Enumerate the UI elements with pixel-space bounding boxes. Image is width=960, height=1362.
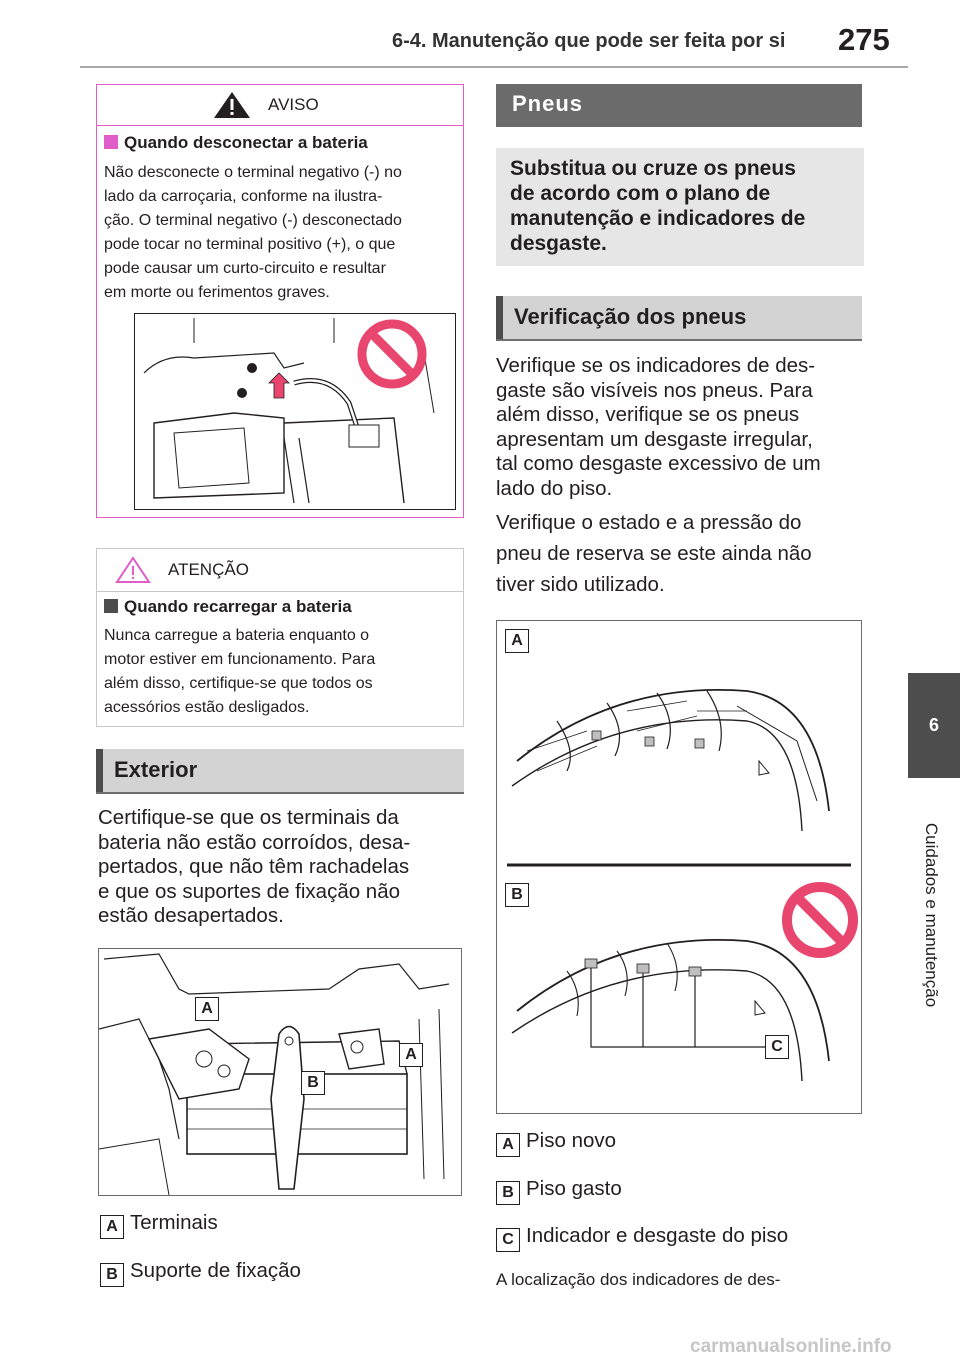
figure-label-b: B [301, 1071, 325, 1095]
tire-figure: A B C [496, 620, 862, 1114]
exterior-paragraph: Certifique-se que os terminais da bateri… [98, 806, 411, 927]
section-title: 6-4. Manutenção que pode ser feita por s… [392, 30, 786, 52]
warning-triangle-icon [214, 92, 250, 118]
square-bullet-icon [104, 135, 118, 149]
header-rule [80, 66, 908, 68]
chapter-side-label: Cuidados e manutenção [922, 822, 941, 1008]
battery-warning-illustration [134, 313, 456, 510]
prohibition-icon [782, 882, 858, 958]
tires-heading: Pneus [496, 84, 862, 127]
prohibition-icon [357, 319, 427, 389]
warning-body: Não desconecte o terminal negativo (-) n… [104, 164, 402, 301]
chapter-number: 6 [928, 715, 939, 735]
warning-title: AVISO [268, 95, 319, 114]
figure-label-b: B [505, 883, 529, 907]
tire-illustration [507, 689, 851, 1082]
battery-figure: A A B [98, 948, 462, 1196]
tires-summary-box: Substitua ou cruze os pneus de acordo co… [496, 148, 864, 266]
exterior-heading: Exterior [96, 749, 464, 794]
caution-subheading: Quando recarregar a bateria [104, 597, 352, 617]
figure-label-a: A [195, 997, 219, 1021]
chapter-tab[interactable]: 6 [908, 673, 960, 778]
battery-illustration [98, 953, 450, 1196]
caution-title: ATENÇÃO [168, 560, 249, 579]
figure-label-a: A [399, 1043, 423, 1067]
caution-body: Nunca carregue a bateria enquanto o moto… [104, 627, 376, 716]
page-number: 275 [838, 22, 890, 57]
warning-header: AVISO [96, 84, 464, 126]
watermark: carmanualsonline.info [690, 1336, 892, 1357]
warning-box [96, 84, 464, 518]
tire-check-heading: Verificação dos pneus [496, 296, 862, 341]
caution-triangle-icon [115, 556, 151, 583]
trailing-text: A localização dos indicadores de des- [496, 1270, 781, 1289]
square-bullet-icon [104, 599, 118, 613]
tire-check-paragraph-2: Verifique o estado e a pressão do pneu d… [496, 511, 812, 596]
figure-label-c: C [765, 1035, 789, 1059]
figure-label-a: A [505, 629, 529, 653]
tire-check-paragraph-1: Verifique se os indicadores de des- gast… [496, 354, 821, 500]
caution-header: ATENÇÃO [96, 548, 464, 592]
warning-subheading: Quando desconectar a bateria [104, 133, 368, 153]
caution-box [96, 548, 464, 727]
